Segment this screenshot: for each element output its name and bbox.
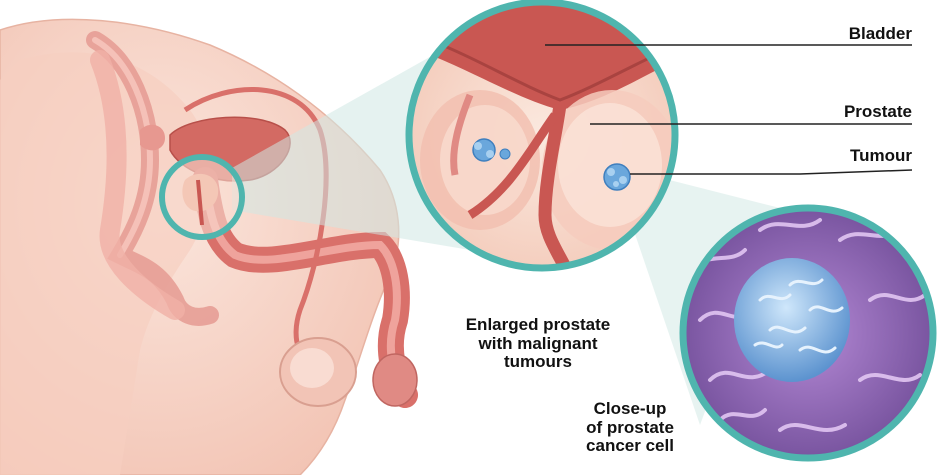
closeup-caption-line-2: of prostate xyxy=(586,417,674,437)
tumour-cluster-right xyxy=(603,163,631,191)
tumour-leader-line xyxy=(630,169,913,175)
tumour-label: Tumour xyxy=(849,146,912,165)
cell-closeup-circle xyxy=(679,204,937,462)
zoom-connector xyxy=(232,40,470,250)
bladder-label: Bladder xyxy=(848,24,912,43)
enlarged-caption-line-2: with malignant xyxy=(478,333,598,353)
prostate-label: Prostate xyxy=(843,102,912,121)
seminal-vesicle-small xyxy=(140,124,165,151)
testicle xyxy=(279,337,357,407)
penis xyxy=(192,167,418,408)
prostate-highlight-ring xyxy=(159,154,245,240)
zoom-circle xyxy=(405,0,679,272)
rectum xyxy=(90,50,185,320)
tumour-cluster-left xyxy=(472,138,511,162)
closeup-caption: Close-up of prostate cancer cell xyxy=(565,399,695,456)
enlarged-caption-line-1: Enlarged prostate xyxy=(465,315,611,334)
enlarged-prostate-caption: Enlarged prostate with malignant tumours xyxy=(448,315,628,372)
closeup-caption-line-3: cancer cell xyxy=(586,436,674,456)
closeup-caption-line-1: Close-up xyxy=(593,399,667,418)
enlarged-caption-line-3: tumours xyxy=(504,352,572,372)
